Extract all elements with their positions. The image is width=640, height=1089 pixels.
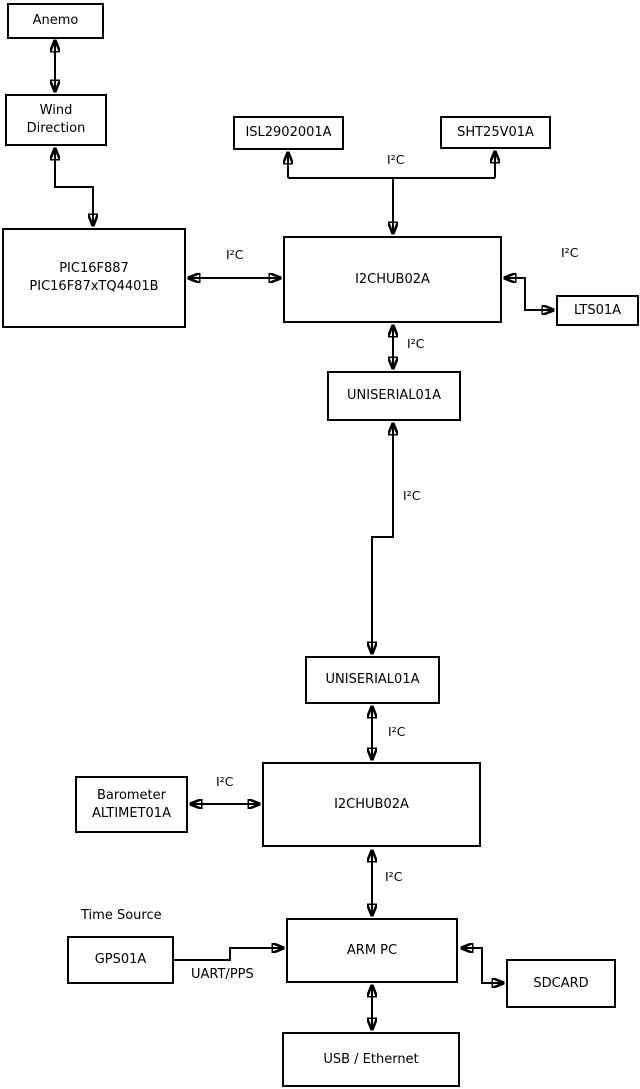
edge-label-i2c-uniserial-link: I²C [403,488,421,503]
node-isl2902001a-label: ISL2902001A [245,125,332,141]
node-wind-direction-line2: Direction [26,121,86,136]
node-arm-pc: ARM PC [286,918,458,983]
connector-wind-pic [55,148,93,226]
connector-gps-arm [174,948,284,961]
node-anemo-label: Anemo [32,13,79,29]
edge-label-time-source: Time Source [81,908,162,923]
edge-label-i2c-sensors: I²C [387,152,405,167]
node-anemo: Anemo [7,3,104,39]
node-i2chub02a-bottom-label: I2CHUB02A [334,796,409,812]
node-gps01a-label: GPS01A [94,952,147,968]
edge-label-i2c-barometer: I²C [216,774,234,789]
node-barometer-line2: ALTIMET01A [92,805,171,821]
node-pic16f887-line2: PIC16F87xTQ4401B [29,279,159,294]
node-i2chub02a-bottom: I2CHUB02A [262,762,481,847]
node-gps01a: GPS01A [67,936,174,984]
node-pic16f887-line1: PIC16F887 [59,261,129,277]
node-sdcard-label: SDCARD [533,975,589,991]
edge-label-i2c-hub-lts: I²C [561,245,579,260]
node-barometer: Barometer ALTIMET01A [75,776,188,833]
node-i2chub02a-top: I2CHUB02A [283,236,502,323]
node-barometer-line1: Barometer [97,787,166,803]
node-sdcard: SDCARD [506,959,616,1008]
node-wind-direction: Wind Direction [5,94,107,146]
node-uniserial01a-bottom: UNISERIAL01A [305,656,440,704]
node-wind-direction-line1: Wind [39,103,73,119]
edge-label-i2c-pic-hub: I²C [226,247,244,262]
node-usb-ethernet-label: USB / Ethernet [323,1051,419,1067]
node-lts01a-label: LTS01A [573,302,622,318]
edge-label-i2c-hub-uniserial: I²C [407,336,425,351]
connector-hub-lts [504,278,554,310]
node-arm-pc-label: ARM PC [346,942,398,958]
node-isl2902001a: ISL2902001A [233,116,344,150]
connector-uniserial-link [372,423,393,654]
node-uniserial01a-bottom-label: UNISERIAL01A [325,672,420,688]
node-pic16f887: PIC16F887 PIC16F87xTQ4401B [2,228,186,328]
edge-label-i2c-uniserial-hub2: I²C [388,724,406,739]
node-i2chub02a-top-label: I2CHUB02A [355,271,430,287]
node-uniserial01a-top: UNISERIAL01A [327,371,461,421]
node-sht25v01a: SHT25V01A [440,116,551,149]
edge-label-i2c-hub2-arm: I²C [385,869,403,884]
node-lts01a: LTS01A [556,295,639,326]
connector-arm-sdcard [461,948,504,983]
node-uniserial01a-top-label: UNISERIAL01A [347,388,441,404]
node-sht25v01a-label: SHT25V01A [457,124,534,140]
edge-label-uart-pps: UART/PPS [191,967,254,982]
node-usb-ethernet: USB / Ethernet [282,1032,460,1087]
